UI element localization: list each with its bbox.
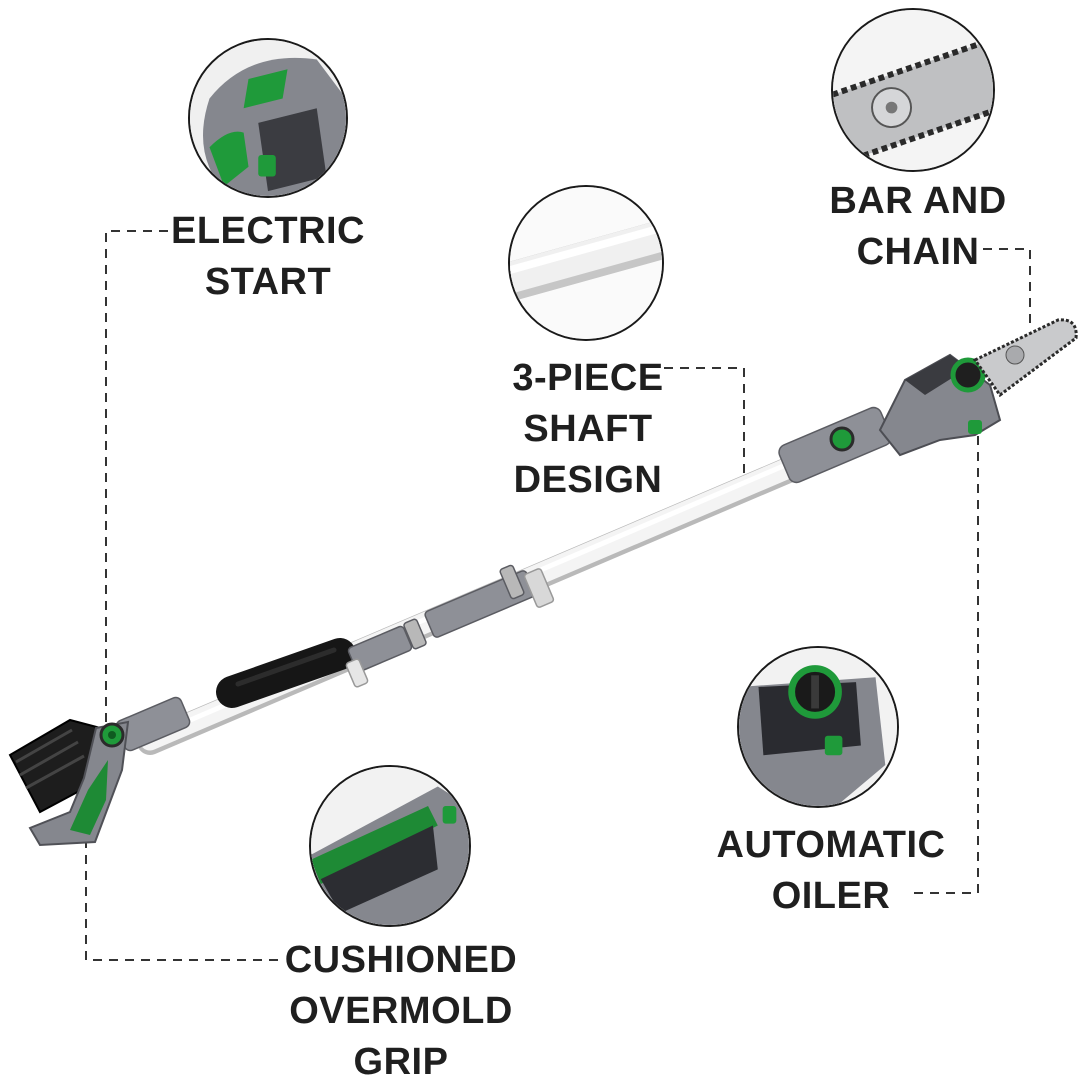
callout-oiler bbox=[914, 432, 979, 894]
label-electric-start: ELECTRIC START bbox=[170, 206, 366, 308]
label-line: BAR AND bbox=[829, 180, 1007, 222]
label-line: SHAFT bbox=[523, 408, 653, 450]
label-line: OILER bbox=[771, 875, 891, 917]
pole-saw bbox=[8, 318, 1078, 847]
shaft-detail-icon bbox=[510, 187, 662, 339]
trigger-detail-icon bbox=[190, 40, 346, 196]
label-line: ELECTRIC bbox=[171, 210, 365, 252]
motor-head bbox=[778, 353, 1002, 484]
label-line: 3-PIECE bbox=[512, 357, 664, 399]
oiler-detail-circle bbox=[737, 646, 899, 808]
label-line: DESIGN bbox=[513, 459, 663, 501]
foam-grip bbox=[216, 638, 356, 708]
oil-cap-detail-icon bbox=[739, 648, 897, 806]
chain-bar bbox=[972, 318, 1078, 398]
label-line: START bbox=[204, 261, 332, 303]
callout-lines bbox=[85, 230, 1031, 961]
callout-electric-start bbox=[105, 230, 168, 735]
shaft-collars bbox=[345, 564, 555, 688]
label-automatic-oiler: AUTOMATIC OILER bbox=[700, 820, 962, 922]
callout-bar-chain bbox=[983, 248, 1031, 325]
chain-bar-detail-icon bbox=[833, 10, 993, 170]
label-shaft-design: 3-PIECE SHAFT DESIGN bbox=[490, 353, 686, 506]
grip-detail-icon bbox=[311, 767, 469, 925]
label-bar-and-chain: BAR AND CHAIN bbox=[820, 176, 1016, 278]
label-cushioned-grip: CUSHIONED OVERMOLD GRIP bbox=[270, 935, 532, 1088]
callout-grip bbox=[85, 820, 278, 961]
bar-chain-detail-circle bbox=[831, 8, 995, 172]
label-line: CUSHIONED bbox=[284, 939, 518, 981]
handle-battery bbox=[8, 718, 130, 847]
label-line: GRIP bbox=[353, 1041, 449, 1083]
grip-detail-circle bbox=[309, 765, 471, 927]
label-line: AUTOMATIC bbox=[716, 824, 946, 866]
callout-shaft bbox=[664, 367, 745, 494]
electric-start-detail-circle bbox=[188, 38, 348, 198]
shaft-detail-circle bbox=[508, 185, 664, 341]
label-line: OVERMOLD bbox=[289, 990, 513, 1032]
label-line: CHAIN bbox=[856, 231, 980, 273]
